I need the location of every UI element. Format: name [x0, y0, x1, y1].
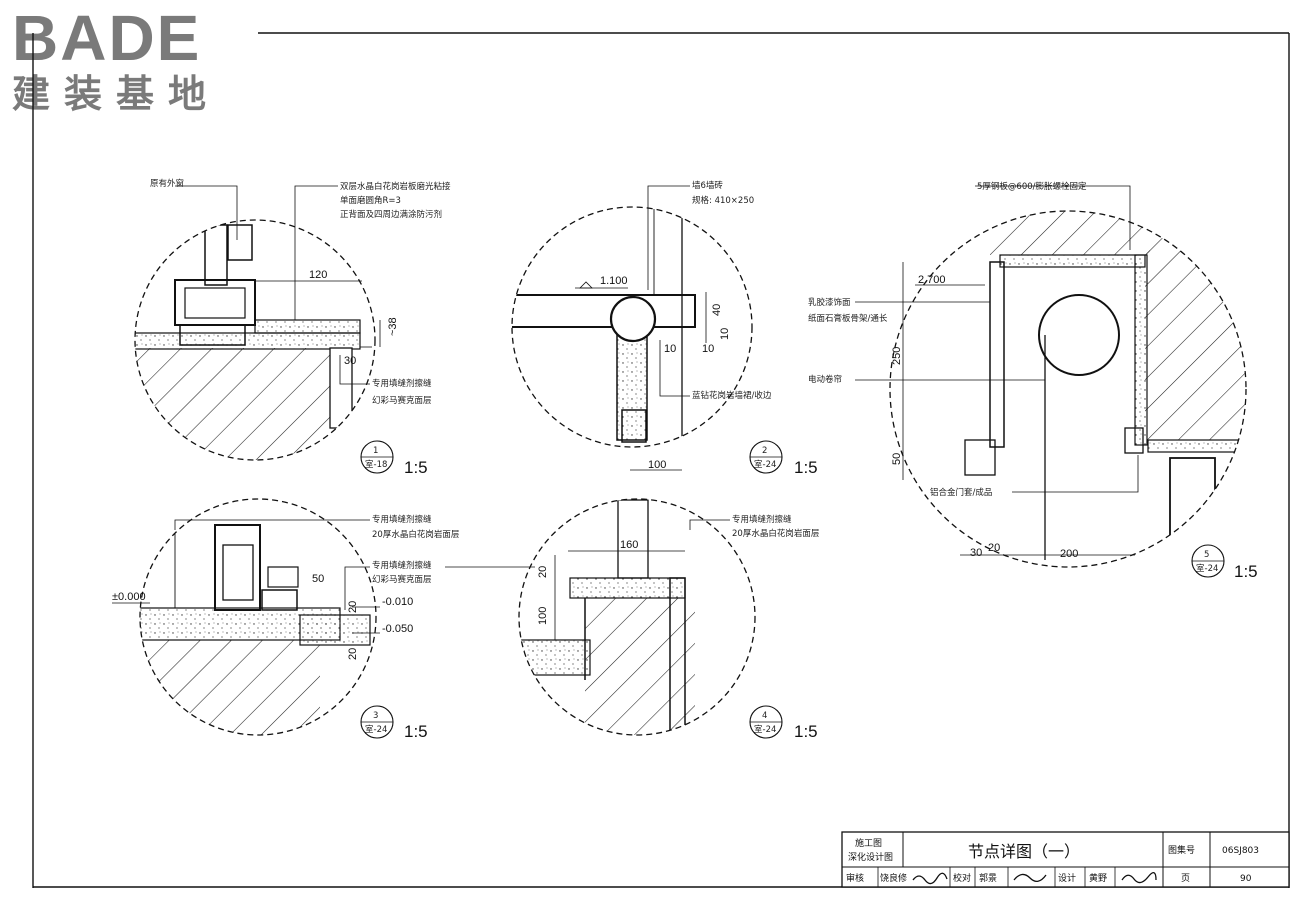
tb-design-signature	[1121, 872, 1157, 884]
detail-4: 专用填缝剂擦缝 20厚水晶白花岗岩面层 160 20 100 4 室-24 1:…	[445, 498, 819, 741]
tb-page-label: 页	[1181, 873, 1190, 884]
detail-3: 专用填缝剂擦缝 20厚水晶白花岗岩面层 专用填缝剂擦缝 幻彩马赛克面层 ±0.0…	[112, 498, 459, 741]
detail-5: 5厚钢板@600/膨胀螺栓固定 乳胶漆饰面 纸面石膏板骨架/通长 电动卷帘 铝合…	[808, 181, 1258, 581]
d5-dim-20: 20	[988, 542, 1000, 554]
d5-index-number: 5	[1204, 550, 1209, 560]
d5-label-latex-paint: 乳胶漆饰面	[808, 297, 851, 308]
d5-dim-elevation: 2.700	[918, 274, 946, 286]
d1-dim-30: 30	[344, 355, 356, 367]
d3-dim-50: 50	[312, 573, 324, 585]
d4-label-granite: 20厚水晶白花岗岩面层	[732, 528, 819, 539]
d1-dim-38: ~38	[387, 317, 399, 336]
tb-design-label: 设计	[1058, 872, 1076, 884]
d1-sheet-ref: 室-18	[365, 459, 387, 470]
d5-label-door-frame: 铝合金门套/成品	[930, 487, 992, 498]
d5-sheet-ref: 室-24	[1196, 563, 1218, 574]
d5-label-gypsum-frame: 纸面石膏板骨架/通长	[808, 313, 888, 324]
d3-dim-20a: 20	[347, 601, 359, 613]
d5-dim-50: 50	[891, 453, 903, 465]
tb-stage-line2: 深化设计图	[848, 851, 893, 863]
tb-atlas-label: 图集号	[1168, 844, 1195, 856]
d1-label-granite-layer: 双层水晶白花岗岩板磨光粘接	[340, 181, 451, 192]
title-block: 施工图 深化设计图 节点详图（一） 图集号 06SJ803 审核 饶良修 校对 …	[841, 831, 1290, 888]
d2-dim-100: 100	[648, 459, 666, 471]
d3-label-grout-b: 专用填缝剂擦缝	[372, 560, 432, 571]
d2-scale: 1:5	[794, 458, 818, 477]
d4-index-number: 4	[762, 711, 767, 721]
d2-label-tile: 墙6墙砖	[692, 180, 723, 191]
d3-scale: 1:5	[404, 722, 428, 741]
tb-review-name: 饶良修	[880, 872, 907, 884]
tb-review-label: 审核	[846, 872, 864, 884]
d3-label-mosaic: 幻彩马赛克面层	[372, 574, 432, 585]
tb-check-label: 校对	[953, 872, 971, 884]
d3-label-grout-a: 专用填缝剂擦缝	[372, 514, 432, 525]
d4-dim-100: 100	[537, 607, 549, 625]
d1-label-antifouling: 正背面及四周边满涂防污剂	[340, 209, 442, 220]
d5-dim-30: 30	[970, 547, 982, 559]
d2-dim-10b: 10	[664, 343, 676, 355]
d3-dim-20b: 20	[347, 648, 359, 660]
d5-dim-200: 200	[1060, 548, 1078, 560]
d1-dim-120: 120	[309, 269, 327, 281]
d5-dim-250: 250	[891, 347, 903, 365]
d3-index-number: 3	[373, 711, 378, 721]
bade-logo: BADE 建装基地	[12, 6, 220, 116]
tb-review-signature	[912, 872, 948, 885]
tb-drawing-title: 节点详图（一）	[968, 842, 1080, 861]
d1-label-existing-window: 原有外窗	[150, 178, 184, 189]
d5-label-rolling-shutter: 电动卷帘	[808, 374, 842, 385]
tb-stage-line1: 施工图	[855, 837, 882, 849]
d4-scale: 1:5	[794, 722, 818, 741]
d2-dim-10c: 10	[702, 343, 714, 355]
d5-label-steel-plate: 5厚钢板@600/膨胀螺栓固定	[977, 181, 1087, 192]
d1-index-number: 1	[373, 446, 378, 456]
d1-label-round-corner: 单面磨圆角R=3	[340, 195, 401, 206]
d2-dim-elevation: 1.100	[600, 275, 628, 287]
d2-label-tile-spec: 规格: 410×250	[692, 195, 754, 206]
tb-check-name: 郭景	[979, 872, 997, 884]
d1-label-grout: 专用填缝剂擦缝	[372, 378, 432, 389]
d3-dim-minus-050: -0.050	[382, 623, 413, 635]
d1-scale: 1:5	[404, 458, 428, 477]
d2-index-number: 2	[762, 446, 767, 456]
d5-scale: 1:5	[1234, 562, 1258, 581]
logo-brand-text: BADE	[12, 2, 202, 74]
d4-dim-20: 20	[537, 566, 549, 578]
tb-page-number: 90	[1240, 874, 1252, 884]
detail-1: 原有外窗 双层水晶白花岗岩板磨光粘接 单面磨圆角R=3 正背面及四周边满涂防污剂…	[134, 178, 451, 477]
d2-sheet-ref: 室-24	[754, 459, 776, 470]
d4-dim-160: 160	[620, 539, 638, 551]
d3-label-granite: 20厚水晶白花岗岩面层	[372, 529, 459, 540]
logo-subtitle-text: 建装基地	[12, 72, 221, 116]
d4-sheet-ref: 室-24	[754, 724, 776, 735]
tb-design-name: 黄野	[1089, 872, 1107, 884]
tb-check-signature	[1013, 873, 1047, 882]
detail-2: 墙6墙砖 规格: 410×250 蓝钻花岗岩墙裙/收边 1.100 40 10 …	[511, 180, 818, 477]
d3-dim-zero: ±0.000	[112, 591, 146, 603]
d2-label-dado: 蓝钻花岗岩墙裙/收边	[692, 390, 772, 401]
d2-dim-10a: 10	[719, 328, 731, 340]
tb-atlas-number: 06SJ803	[1222, 846, 1259, 856]
d3-dim-minus-010: -0.010	[382, 596, 413, 608]
d3-sheet-ref: 室-24	[365, 724, 387, 735]
d1-label-mosaic: 幻彩马赛克面层	[372, 395, 432, 406]
d2-dim-40: 40	[711, 304, 723, 316]
d4-label-grout: 专用填缝剂擦缝	[732, 514, 792, 525]
